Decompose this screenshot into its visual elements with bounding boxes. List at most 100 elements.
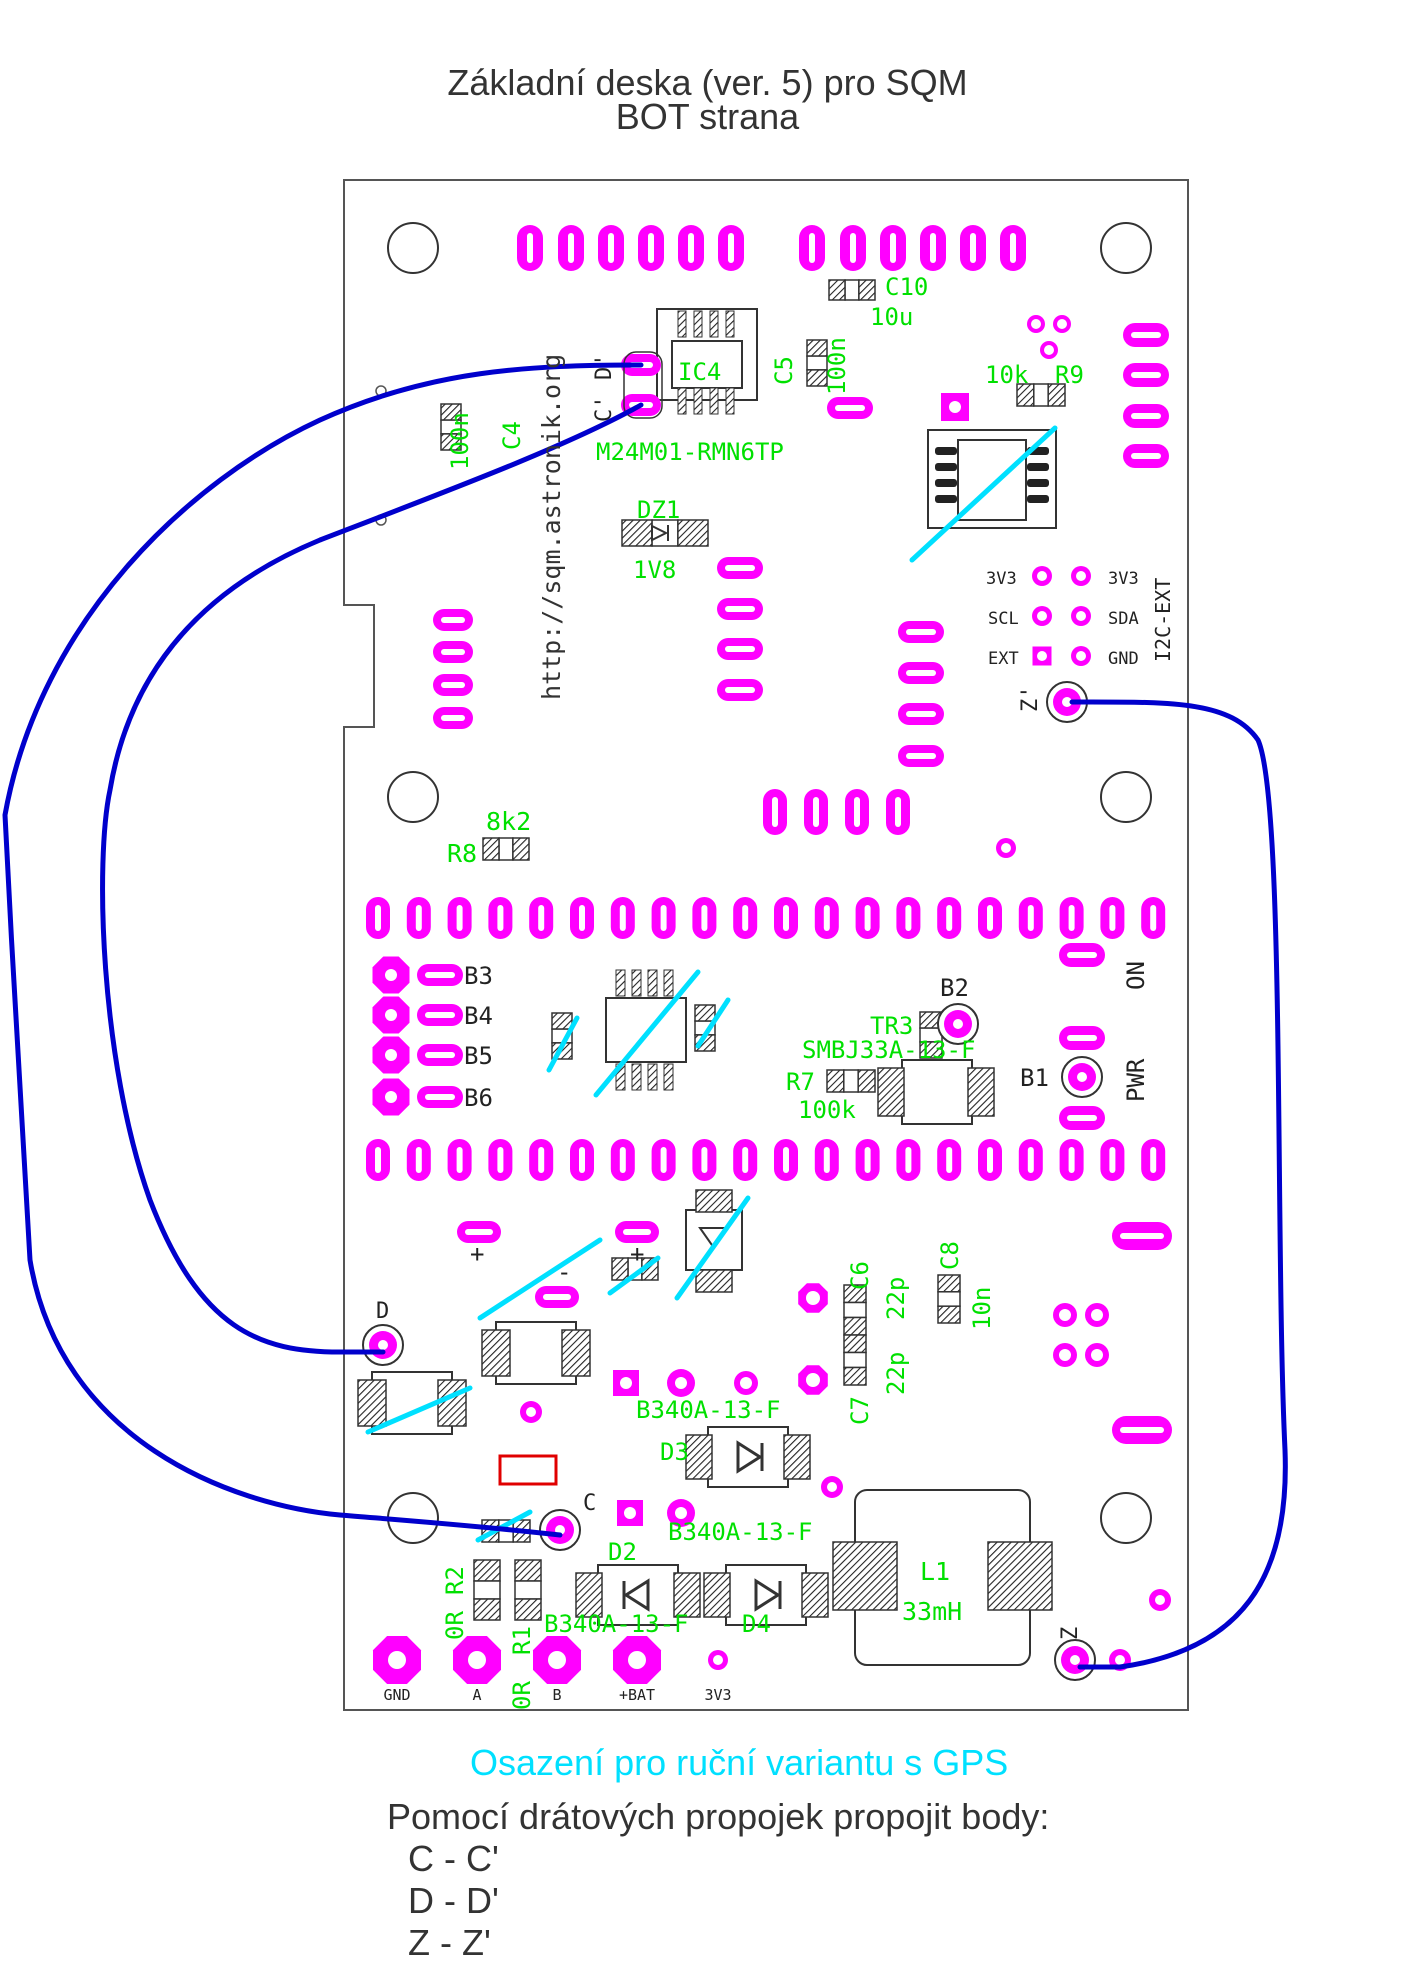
pad-hole	[1091, 1309, 1103, 1321]
pad-hole	[906, 670, 936, 676]
pad-hole	[1037, 571, 1047, 581]
caption-cyan: Osazení pro ruční variantu s GPS	[470, 1742, 1009, 1783]
pad-hole	[725, 565, 755, 571]
smd-pad	[858, 279, 876, 301]
pad-hole	[624, 1507, 636, 1519]
pad-hole	[949, 401, 961, 413]
label-sda: SDA	[1108, 609, 1139, 629]
smd-pad	[801, 1572, 829, 1618]
pad-hole	[905, 1147, 912, 1173]
label-b6: B6	[464, 1084, 493, 1112]
label-dz1v: 1V8	[633, 556, 676, 584]
label-c6v: 22p	[882, 1277, 910, 1320]
label-b340_3: B340A-13-F	[544, 1610, 689, 1638]
pad-hole	[619, 905, 626, 931]
label-3v3_l: 3V3	[986, 569, 1017, 589]
pad-hole	[675, 1507, 687, 1519]
pad-hole	[1131, 372, 1161, 378]
smd-pad	[611, 1257, 629, 1281]
smd-pad	[806, 369, 828, 387]
smd-body	[843, 1069, 859, 1093]
pad-hole	[1037, 611, 1047, 621]
label-l1: L1	[920, 1557, 950, 1586]
pad-hole	[725, 606, 755, 612]
smd-pad	[695, 1189, 733, 1213]
pad-hole	[1037, 651, 1047, 661]
pad-hole	[579, 905, 585, 931]
dz1-triangle	[651, 524, 669, 542]
smd-pad	[783, 1434, 811, 1480]
pad-hole	[1001, 843, 1011, 853]
label-tr3: TR3	[870, 1012, 913, 1040]
dc-prime-outline	[623, 351, 663, 419]
smd-pad	[473, 1598, 501, 1621]
label-3v3_r: 3V3	[1108, 569, 1139, 589]
pad-hole	[548, 1651, 566, 1669]
pad-hole	[385, 1091, 397, 1103]
label-b340_1: B340A-13-F	[636, 1396, 781, 1424]
smd-body	[937, 1291, 961, 1307]
smd-pad	[514, 1598, 542, 1621]
smd-pad	[695, 1269, 733, 1293]
smd-pad	[677, 519, 709, 547]
u-middle-footprint	[605, 969, 687, 1091]
pad-hole	[946, 1147, 953, 1173]
smd-pad	[440, 433, 462, 451]
label-r9v: 10k	[985, 361, 1029, 389]
label-url: http://sqm.astronik.org	[537, 354, 566, 700]
pad-hole	[660, 1147, 667, 1173]
pad-hole	[1131, 332, 1161, 338]
title-line-2: BOT strana	[615, 96, 800, 137]
smd-body	[843, 1301, 867, 1319]
smd-pad	[937, 1274, 961, 1293]
pad-hole	[1155, 1595, 1165, 1605]
pad-hole	[728, 233, 734, 263]
label-b: B	[552, 1686, 561, 1704]
top-header-pads	[517, 225, 1026, 271]
label-c6: C6	[846, 1261, 874, 1290]
label-c7: C7	[846, 1396, 874, 1425]
label-c8: C8	[936, 1241, 964, 1270]
smd-body	[498, 837, 514, 861]
label-d3: D3	[660, 1438, 689, 1466]
cut-line-6	[477, 1237, 603, 1321]
pad-hole	[850, 233, 856, 263]
pad-hole	[388, 1651, 406, 1669]
smd-pad	[967, 1067, 995, 1117]
pad-hole	[1150, 905, 1157, 931]
label-b340_2: B340A-13-F	[668, 1518, 813, 1546]
label-z_prime: Z'	[1018, 686, 1043, 713]
pad-hole	[538, 1147, 545, 1173]
smd-body	[1033, 383, 1049, 407]
diode-triangle	[623, 1578, 650, 1612]
pad-hole	[538, 905, 545, 931]
cut-lines	[365, 425, 1058, 1543]
label-c5v: 100n	[823, 337, 851, 395]
label-gnd_r: GND	[1108, 649, 1139, 669]
pad-hole	[701, 1147, 708, 1173]
pad-hole	[441, 649, 465, 655]
label-d_prime: D'	[592, 354, 617, 381]
pad-hole	[895, 797, 901, 827]
label-eeprom: M24M01-RMN6TP	[596, 438, 784, 466]
pad-hole	[1091, 1349, 1103, 1361]
pad-hole	[970, 233, 976, 263]
ic4-footprint	[656, 308, 758, 415]
smd-pad	[826, 1069, 845, 1093]
label-c5: C5	[770, 356, 798, 385]
pad-hole	[688, 233, 694, 263]
pair-z: Z - Z'	[408, 1922, 491, 1963]
pad-hole	[1031, 319, 1041, 329]
label-c10v: 10u	[870, 303, 913, 331]
smd-body	[473, 1580, 501, 1600]
tr3-body	[901, 1059, 973, 1125]
pad-hole	[497, 905, 504, 931]
pad-hole	[1076, 651, 1086, 661]
pad-hole	[864, 905, 871, 931]
label-plus2: +	[630, 1240, 644, 1268]
wires	[2, 362, 1288, 1670]
pad-hole	[835, 405, 865, 411]
pad-hole	[456, 905, 463, 931]
pad-hole	[1059, 1309, 1071, 1321]
pad-hole	[1077, 1072, 1087, 1082]
